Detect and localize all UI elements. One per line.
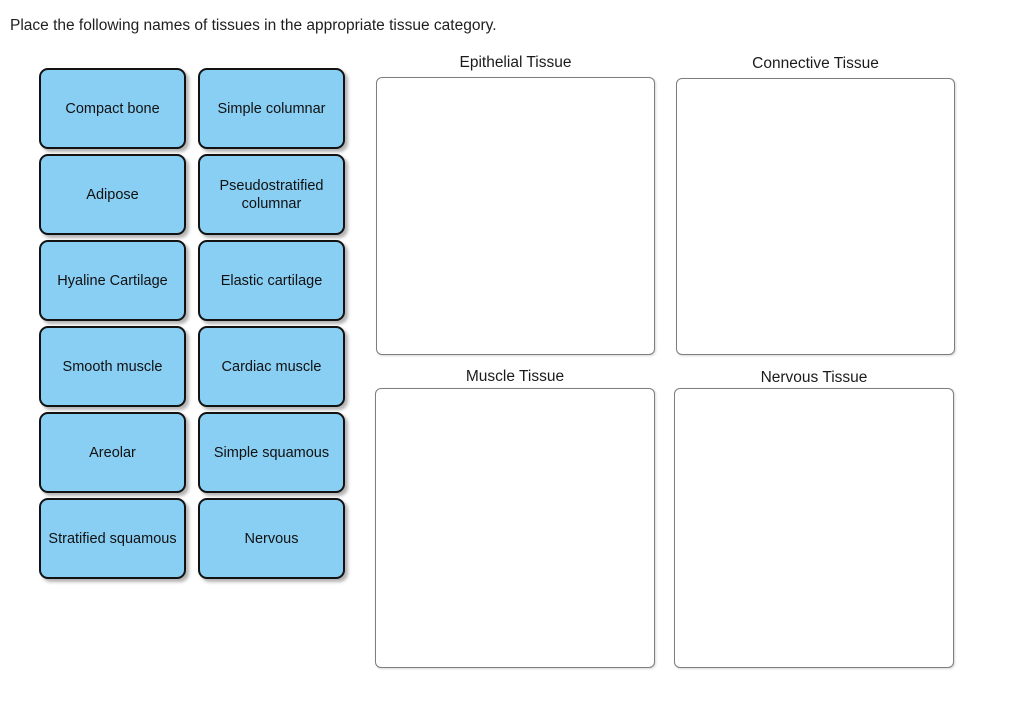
dropzone-muscle[interactable] (375, 388, 655, 668)
draggable-tile-stratified-squamous[interactable]: Stratified squamous (39, 498, 186, 579)
draggable-tile-hyaline-cartilage[interactable]: Hyaline Cartilage (39, 240, 186, 321)
instruction-text: Place the following names of tissues in … (10, 17, 497, 34)
dropzone-title-epithelial: Epithelial Tissue (459, 54, 572, 71)
dropzone-title-connective: Connective Tissue (752, 55, 879, 72)
tile-label: Simple squamous (213, 444, 330, 461)
draggable-tile-pseudostratified-columnar[interactable]: Pseudostratified columnar (198, 154, 345, 235)
dropzone-connective[interactable] (676, 78, 955, 355)
draggable-tile-areolar[interactable]: Areolar (39, 412, 186, 493)
tile-label: Cardiac muscle (221, 358, 322, 375)
tile-label: Simple columnar (217, 100, 326, 117)
draggable-tile-compact-bone[interactable]: Compact bone (39, 68, 186, 149)
draggable-tile-adipose[interactable]: Adipose (39, 154, 186, 235)
tile-label: Elastic cartilage (220, 272, 323, 289)
dropzone-epithelial[interactable] (376, 77, 655, 355)
tile-label: Adipose (86, 186, 139, 203)
draggable-tile-simple-squamous[interactable]: Simple squamous (198, 412, 345, 493)
draggable-tile-elastic-cartilage[interactable]: Elastic cartilage (198, 240, 345, 321)
draggable-tile-simple-columnar[interactable]: Simple columnar (198, 68, 345, 149)
tile-label: Compact bone (65, 100, 160, 117)
draggable-tile-smooth-muscle[interactable]: Smooth muscle (39, 326, 186, 407)
tile-label: Smooth muscle (62, 358, 163, 375)
tile-label: Nervous (244, 530, 299, 547)
dropzone-title-nervous: Nervous Tissue (760, 369, 868, 386)
tile-label: Stratified squamous (48, 530, 177, 547)
draggable-tile-cardiac-muscle[interactable]: Cardiac muscle (198, 326, 345, 407)
draggable-tile-nervous[interactable]: Nervous (198, 498, 345, 579)
dropzone-title-muscle: Muscle Tissue (465, 368, 565, 385)
tile-bank: Compact bone Adipose Hyaline Cartilage S… (39, 68, 349, 579)
tile-label: Areolar (89, 444, 136, 461)
dropzone-nervous[interactable] (674, 388, 954, 668)
tile-label: Pseudostratified columnar (219, 177, 324, 212)
tile-label: Hyaline Cartilage (57, 272, 168, 289)
